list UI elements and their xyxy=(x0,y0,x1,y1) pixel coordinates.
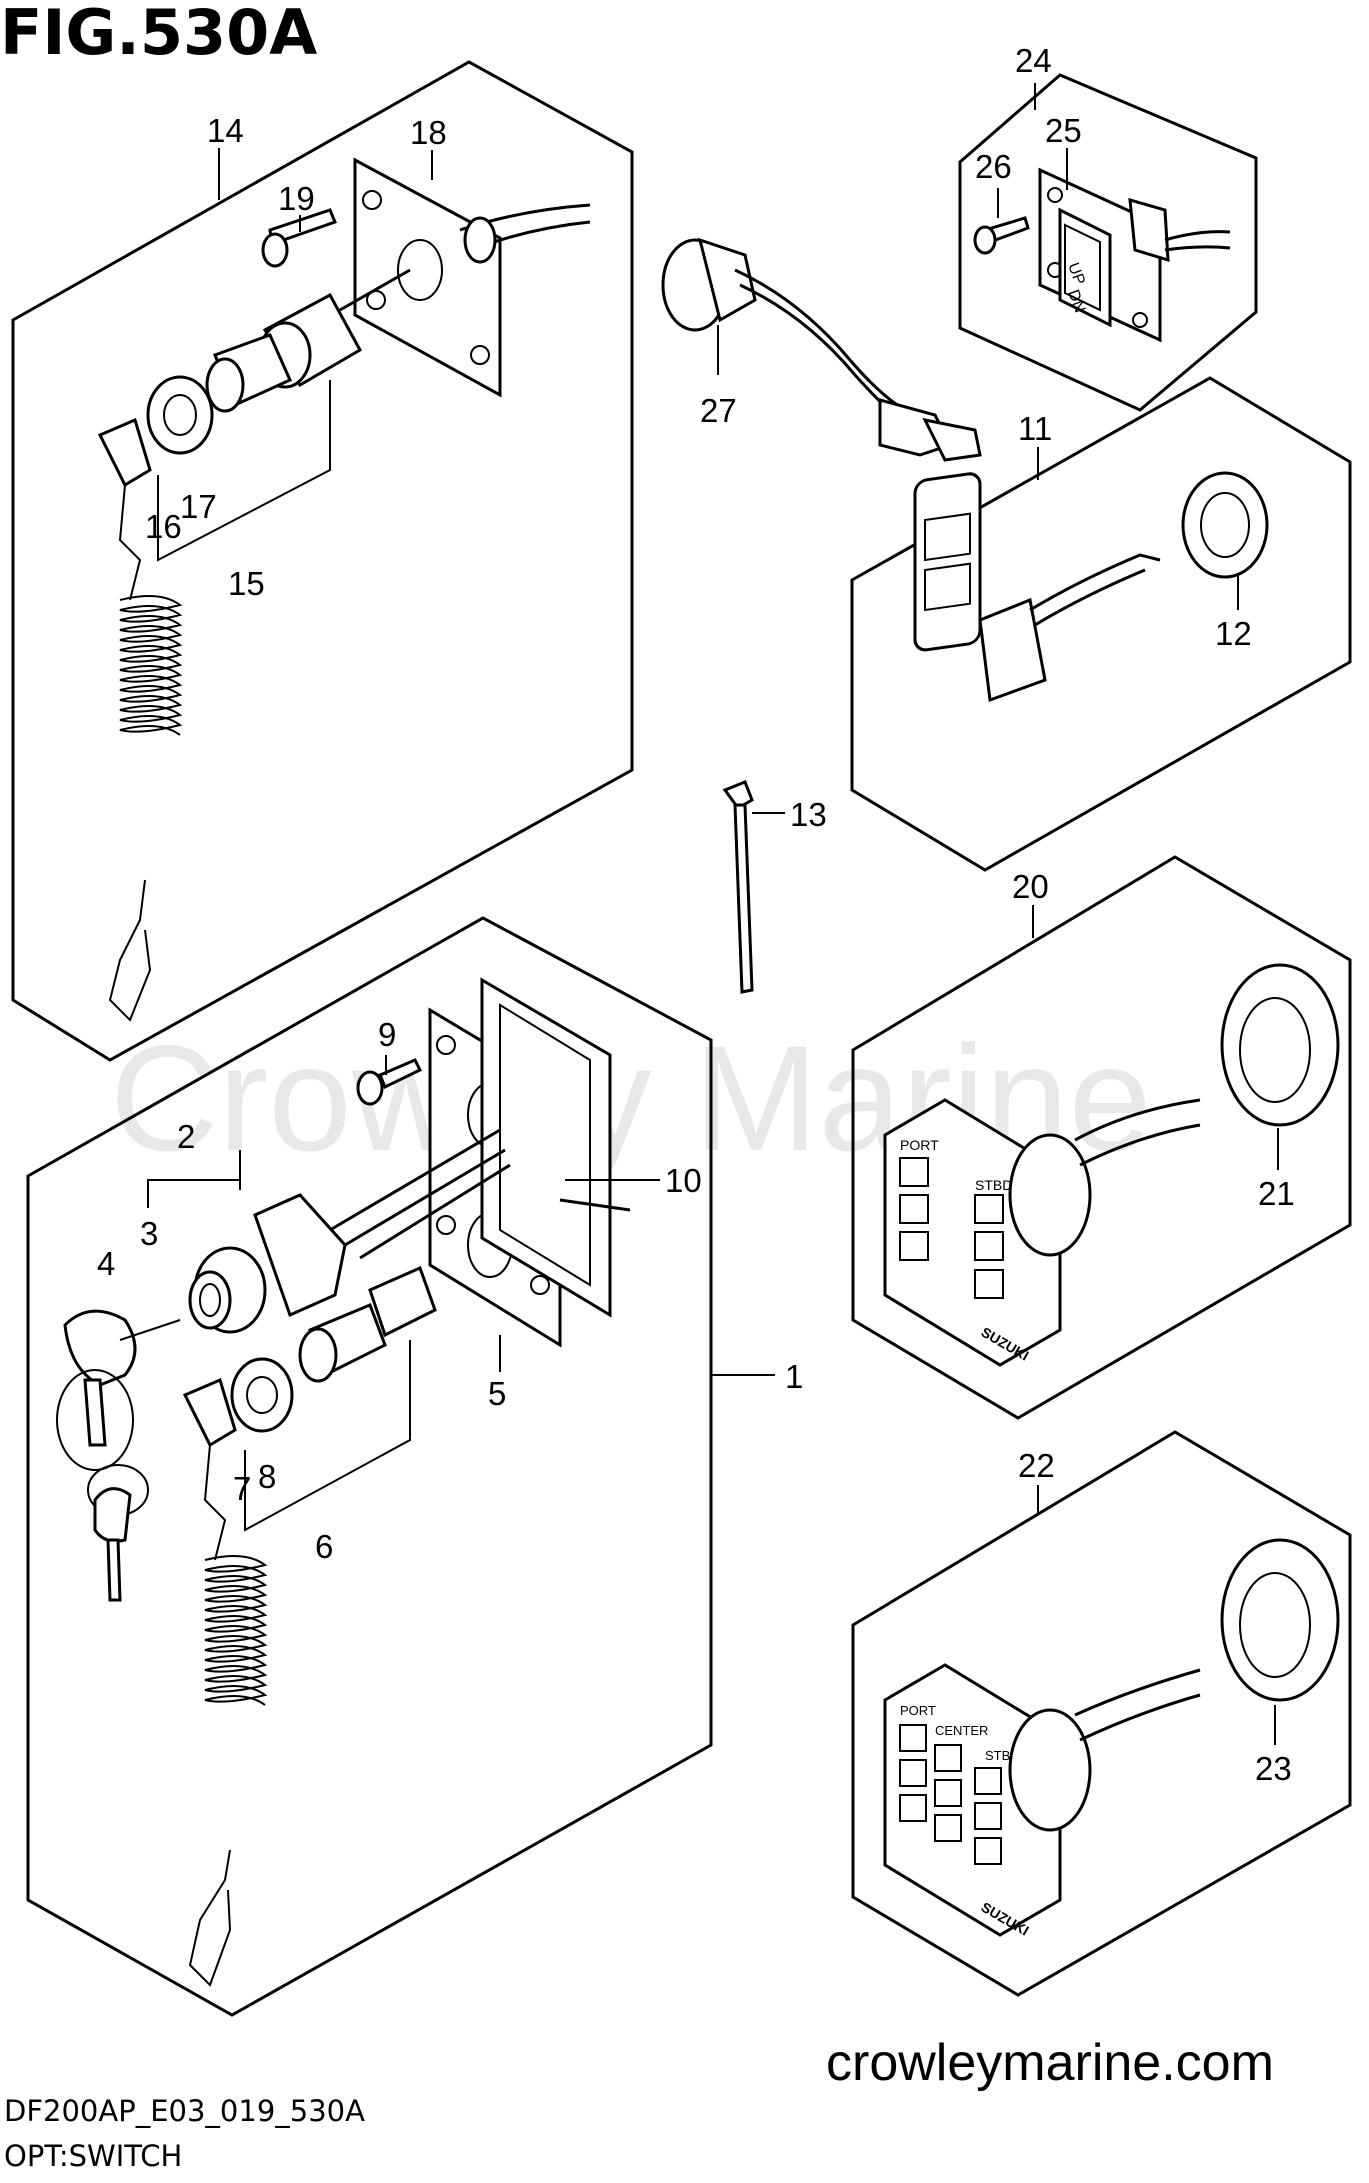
callout-11: 11 xyxy=(1018,410,1052,447)
website-url: crowleymarine.com xyxy=(826,2034,1274,2092)
part-13-cable-tie xyxy=(722,780,754,994)
callout-25: 25 xyxy=(1045,112,1082,149)
callout-3: 3 xyxy=(140,1215,158,1252)
group-24-trim-switch: UP DN xyxy=(958,73,1258,412)
callout-1: 1 xyxy=(785,1358,803,1395)
callout-23: 23 xyxy=(1255,1750,1292,1787)
callout-12: 12 xyxy=(1215,615,1252,652)
callout-19: 19 xyxy=(278,180,315,217)
dual-port-text: PORT xyxy=(900,1137,939,1153)
group-14-lanyard-stop-switch xyxy=(11,60,634,1062)
group-22-triple-panel: PORT CENTER STBD SUZUKI xyxy=(851,1430,1352,1997)
triple-center-text: CENTER xyxy=(935,1723,988,1738)
callout-5: 5 xyxy=(488,1375,506,1412)
callout-9: 9 xyxy=(378,1016,396,1053)
callout-21: 21 xyxy=(1258,1175,1295,1212)
callout-22: 22 xyxy=(1018,1447,1055,1484)
callout-18: 18 xyxy=(410,114,447,151)
leader-lines xyxy=(218,83,1279,1745)
callout-17: 17 xyxy=(180,488,217,525)
callout-24: 24 xyxy=(1015,42,1052,79)
figure-title: FIG.530A xyxy=(0,0,318,69)
callout-26: 26 xyxy=(975,148,1012,185)
callout-15: 15 xyxy=(228,565,265,602)
triple-port-text: PORT xyxy=(900,1703,936,1718)
callout-2: 2 xyxy=(177,1118,195,1155)
callout-14: 14 xyxy=(207,112,244,149)
callouts: 14 18 19 16 17 15 24 25 26 27 11 12 13 2… xyxy=(97,42,1295,1787)
callout-4: 4 xyxy=(97,1245,115,1282)
group-20-dual-panel: PORT STBD SUZUKI xyxy=(851,855,1352,1420)
group-1-key-switch-assembly xyxy=(26,916,713,2017)
diagram-code: DF200AP_E03_019_530A xyxy=(4,2094,365,2128)
callout-16: 16 xyxy=(145,508,182,545)
callout-8: 8 xyxy=(258,1458,276,1495)
trim-up-text: UP xyxy=(1064,261,1088,288)
callout-13: 13 xyxy=(790,796,827,833)
trim-dn-text: DN xyxy=(1064,288,1088,316)
callout-27: 27 xyxy=(700,392,737,429)
part-27-harness xyxy=(661,237,982,462)
group-11-switch-panel xyxy=(850,376,1352,872)
callout-20: 20 xyxy=(1012,868,1049,905)
callout-7: 7 xyxy=(233,1470,251,1507)
callout-10: 10 xyxy=(665,1162,702,1199)
callout-6: 6 xyxy=(315,1528,333,1565)
dual-stbd-text: STBD xyxy=(975,1177,1012,1193)
diagram-group-name: OPT:SWITCH xyxy=(4,2139,183,2173)
